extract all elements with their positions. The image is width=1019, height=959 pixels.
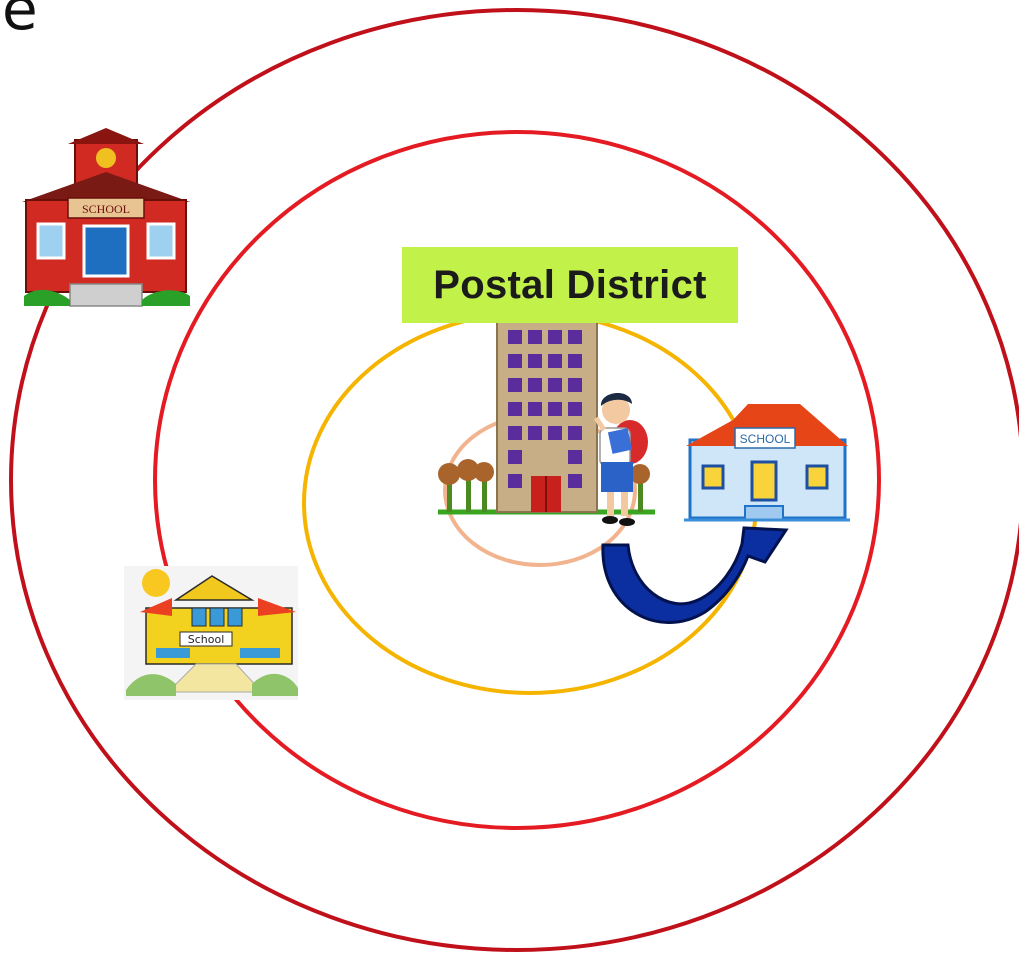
school-yellow-icon: School [124, 566, 298, 700]
middle-ring [153, 130, 881, 830]
blue-school-sign: SCHOOL [740, 432, 791, 446]
school-blue-icon: SCHOOL [684, 404, 850, 522]
postal-district-label: Postal District [402, 247, 738, 323]
student-with-backpack-icon [593, 392, 648, 526]
partial-heading-letter: e [2, 0, 38, 43]
yellow-school-sign: School [188, 633, 225, 646]
tree-icon [438, 459, 650, 512]
curved-arrow-icon [601, 526, 789, 624]
red-school-sign: SCHOOL [82, 202, 130, 216]
apartment-building-icon [438, 317, 655, 515]
schoolhouse-red-icon: SCHOOL [22, 128, 190, 307]
outer-ring [9, 8, 1019, 952]
